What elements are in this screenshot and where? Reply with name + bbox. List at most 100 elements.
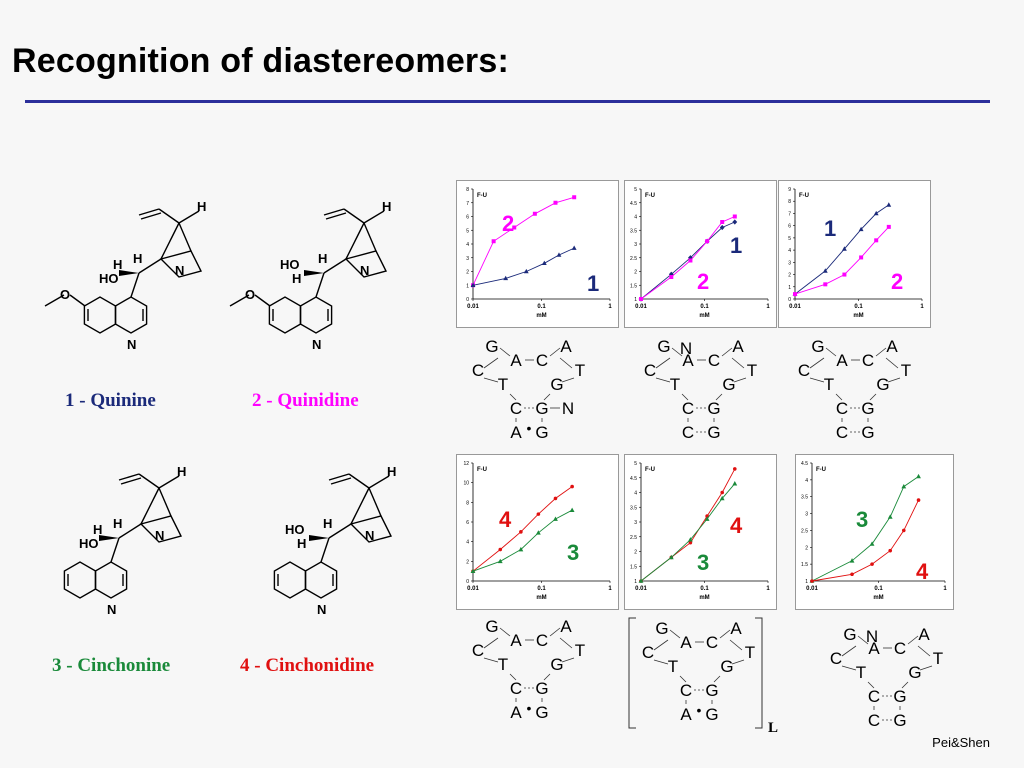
x-tick-label: 0.1: [874, 586, 883, 592]
nucleotide-label: C: [836, 399, 848, 418]
data-point: [571, 245, 577, 250]
y-axis-label: F-U: [816, 467, 826, 473]
y-axis-label: F-U: [477, 467, 487, 473]
nucleotide-label: C: [868, 711, 880, 730]
data-point: [704, 516, 710, 521]
y-tick-label: 7: [466, 201, 469, 207]
data-point: [668, 554, 674, 560]
series-label: 1: [824, 216, 836, 241]
x-tick-label: 0.1: [854, 304, 863, 310]
atom-label-h: H: [197, 199, 206, 214]
bracket-right: [755, 617, 763, 729]
nucleotide-label: A: [868, 639, 880, 658]
nucleotide-label: C: [682, 423, 694, 442]
x-tick-label: 0.01: [635, 304, 647, 310]
data-point: [688, 255, 693, 261]
y-tick-label: 3.5: [630, 505, 637, 511]
nucleotide-label: G: [843, 625, 856, 644]
y-tick-label: 4: [634, 215, 637, 221]
nucleotide-label: C: [472, 641, 484, 660]
y-tick-label: 2: [466, 270, 469, 276]
y-tick-label: 3.5: [801, 495, 808, 501]
y-tick-label: 4: [466, 540, 469, 546]
y-tick-label: 1.5: [801, 562, 808, 568]
data-point: [823, 282, 828, 287]
nucleotide-label: T: [747, 361, 757, 380]
atom-label-n: N: [312, 337, 321, 352]
nucleotide-label: A: [510, 631, 522, 650]
x-axis-label: mM: [853, 313, 863, 319]
series-line-3: [811, 476, 919, 582]
series-label: 3: [856, 507, 868, 532]
y-tick-label: 2.5: [801, 528, 808, 534]
data-point: [688, 258, 693, 263]
nucleotide-label: A: [682, 351, 694, 370]
nucleotide-label: C: [708, 351, 720, 370]
nucleotide-label: N: [562, 399, 574, 418]
nucleotide-label: A: [510, 423, 522, 442]
y-tick-label: 0: [466, 297, 469, 303]
nucleotide-label: G: [485, 337, 498, 356]
nucleotide-label: T: [498, 655, 508, 674]
x-tick-label: 1: [608, 586, 612, 592]
data-point: [553, 496, 558, 501]
atom-label-h: H: [382, 199, 391, 214]
series-label: 2: [697, 269, 709, 294]
nucleotide-label: T: [575, 641, 585, 660]
atom-label-n: N: [127, 337, 136, 352]
data-point: [822, 268, 828, 273]
x-tick-label: 1: [608, 304, 612, 310]
nucleotide-label: C: [868, 687, 880, 706]
series-line-1: [472, 247, 575, 286]
y-tick-label: 6: [788, 224, 791, 230]
atom-label-oh: HO: [79, 536, 99, 551]
data-point: [553, 516, 558, 521]
y-tick-label: 7: [788, 211, 791, 217]
series-label: 1: [587, 271, 599, 296]
y-tick-label: 2.5: [630, 256, 637, 262]
y-tick-label: 4.5: [630, 476, 637, 482]
data-point: [850, 572, 854, 577]
nucleotide-label: A: [730, 619, 742, 638]
nucleotide-label: G: [720, 657, 733, 676]
data-point: [638, 578, 644, 583]
series-line-2: [472, 196, 575, 286]
y-tick-label: 5: [788, 236, 791, 242]
nucleotide-label: G: [535, 399, 548, 418]
nucleotide-label: G: [535, 679, 548, 698]
x-tick-label: 0.1: [537, 304, 546, 310]
nucleotide-label: T: [856, 663, 866, 682]
data-point: [705, 239, 710, 244]
data-point: [688, 537, 693, 542]
data-point: [732, 214, 737, 219]
y-tick-label: 6: [466, 520, 469, 526]
nucleotide-label: C: [706, 633, 718, 652]
x-tick-label: 1: [766, 304, 770, 310]
nucleotide-label: G: [535, 423, 548, 442]
y-tick-label: 1: [634, 297, 637, 303]
nucleotide-label: T: [745, 643, 755, 662]
data-point: [541, 260, 547, 266]
nucleotide-label: T: [498, 375, 508, 394]
series-label: 3: [567, 540, 579, 565]
nucleotide-label: C: [644, 361, 656, 380]
data-point: [732, 481, 738, 486]
data-point: [874, 238, 879, 243]
nucleotide-label: T: [668, 657, 678, 676]
data-point: [887, 514, 893, 519]
data-point: [901, 484, 907, 489]
y-tick-label: 2: [634, 550, 637, 556]
atom-label-h: H: [133, 251, 142, 266]
data-point: [842, 246, 847, 251]
atom-label-oh: HO: [99, 271, 119, 286]
data-point: [639, 297, 643, 301]
y-tick-label: 6: [466, 215, 469, 221]
